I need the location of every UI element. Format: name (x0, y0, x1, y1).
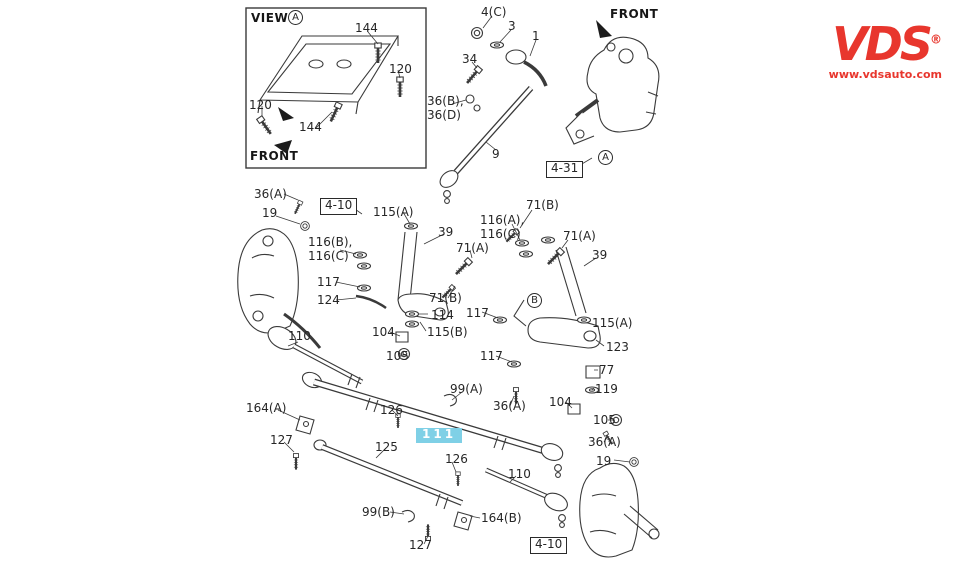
left-knuckle (237, 199, 322, 349)
part-label-115a[interactable]: 115(A) (592, 316, 633, 330)
drag-link-rod (439, 86, 534, 204)
part-label-105[interactable]: 105 (593, 413, 616, 427)
part-label-114[interactable]: 114 (431, 308, 454, 322)
part-label-125[interactable]: 125 (375, 440, 398, 454)
part-label-36d[interactable]: 36(D) (427, 108, 461, 122)
pitman-arm (463, 26, 548, 112)
registered-mark-icon: ® (930, 32, 942, 47)
part-label-116c[interactable]: 116(C) (308, 249, 349, 263)
part-label-104[interactable]: 104 (549, 395, 572, 409)
leader-lines (261, 15, 631, 545)
part-label-71a[interactable]: 71(A) (563, 229, 596, 243)
part-label-111-highlighted[interactable]: 111 (416, 427, 463, 443)
part-label-99b[interactable]: 99(B) (362, 505, 395, 519)
left-steering-lever (352, 222, 474, 361)
tie-rod-assembly (292, 415, 473, 542)
section-ref-410[interactable]: 4-10 (320, 198, 358, 215)
part-label-36a[interactable]: 36(A) (588, 435, 621, 449)
part-label-19[interactable]: 19 (596, 454, 612, 468)
part-label-104[interactable]: 104 (372, 325, 395, 339)
part-label-110[interactable]: 110 (508, 467, 531, 481)
view-marker-b: B (527, 293, 542, 308)
part-label-126[interactable]: 126 (445, 452, 468, 466)
front-arrow-icon (278, 107, 294, 121)
part-label-127[interactable]: 127 (270, 433, 293, 447)
vds-website-text: www.vdsauto.com (828, 68, 942, 82)
inset-view-box (245, 7, 427, 169)
front-direction-label: FRONT (610, 7, 659, 21)
part-label-1[interactable]: 1 (532, 29, 540, 43)
view-marker-a: A (598, 150, 613, 165)
part-label-120[interactable]: 120 (389, 62, 412, 76)
part-label-39[interactable]: 39 (592, 248, 608, 262)
vds-logo-letters: VDS (832, 17, 933, 71)
part-label-116a[interactable]: 116(A), (480, 213, 525, 227)
part-label-164b[interactable]: 164(B) (481, 511, 522, 525)
part-label-115a[interactable]: 115(A) (373, 205, 414, 219)
part-label-71b[interactable]: 71(B) (526, 198, 559, 212)
section-ref-410[interactable]: 4-10 (530, 537, 568, 554)
part-label-39[interactable]: 39 (438, 225, 454, 239)
part-label-71b[interactable]: 71(B) (429, 291, 462, 305)
relay-rod (301, 371, 564, 487)
part-label-123[interactable]: 123 (606, 340, 629, 354)
part-label-119[interactable]: 119 (595, 382, 618, 396)
part-label-164a[interactable]: 164(A) (246, 401, 287, 415)
view-label: VIEW (251, 11, 289, 25)
part-label-127[interactable]: 127 (409, 538, 432, 552)
front-arrow-icon (596, 20, 612, 38)
part-label-105[interactable]: 105 (386, 349, 409, 363)
part-label-36a[interactable]: 36(A) (493, 399, 526, 413)
part-label-144[interactable]: 144 (299, 120, 322, 134)
part-label-115b[interactable]: 115(B) (427, 325, 468, 339)
part-label-71a[interactable]: 71(A) (456, 241, 489, 255)
part-label-36a[interactable]: 36(A) (254, 187, 287, 201)
right-knuckle (579, 430, 660, 558)
part-label-116b[interactable]: 116(B), (308, 235, 353, 249)
part-label-3[interactable]: 3 (508, 19, 516, 33)
section-ref-431[interactable]: 4-31 (546, 161, 584, 178)
part-label-144[interactable]: 144 (355, 21, 378, 35)
part-label-9[interactable]: 9 (492, 147, 500, 161)
part-label-19[interactable]: 19 (262, 206, 278, 220)
part-label-120[interactable]: 120 (249, 98, 272, 112)
part-label-124[interactable]: 124 (317, 293, 340, 307)
front-arrow-icon (274, 140, 292, 154)
vds-logo: VDS® www.vdsauto.com (828, 21, 942, 82)
part-label-4c[interactable]: 4(C) (481, 5, 507, 19)
view-marker-a: A (288, 10, 303, 25)
part-label-117[interactable]: 117 (480, 349, 503, 363)
steering-gear-unit (565, 36, 660, 145)
right-tie-rod (485, 467, 568, 528)
front-direction-label: FRONT (250, 149, 299, 163)
part-label-36b[interactable]: 36(B), (427, 94, 464, 108)
part-label-116c[interactable]: 116(C) (480, 227, 521, 241)
part-label-77[interactable]: 77 (599, 363, 615, 377)
part-label-117[interactable]: 117 (466, 306, 489, 320)
part-label-99a[interactable]: 99(A) (450, 382, 483, 396)
part-label-110[interactable]: 110 (288, 329, 311, 343)
part-label-34[interactable]: 34 (462, 52, 478, 66)
part-label-117[interactable]: 117 (317, 275, 340, 289)
part-label-126[interactable]: 126 (380, 403, 403, 417)
vds-logo-text: VDS® (829, 21, 942, 67)
left-tie-rod (267, 325, 364, 389)
